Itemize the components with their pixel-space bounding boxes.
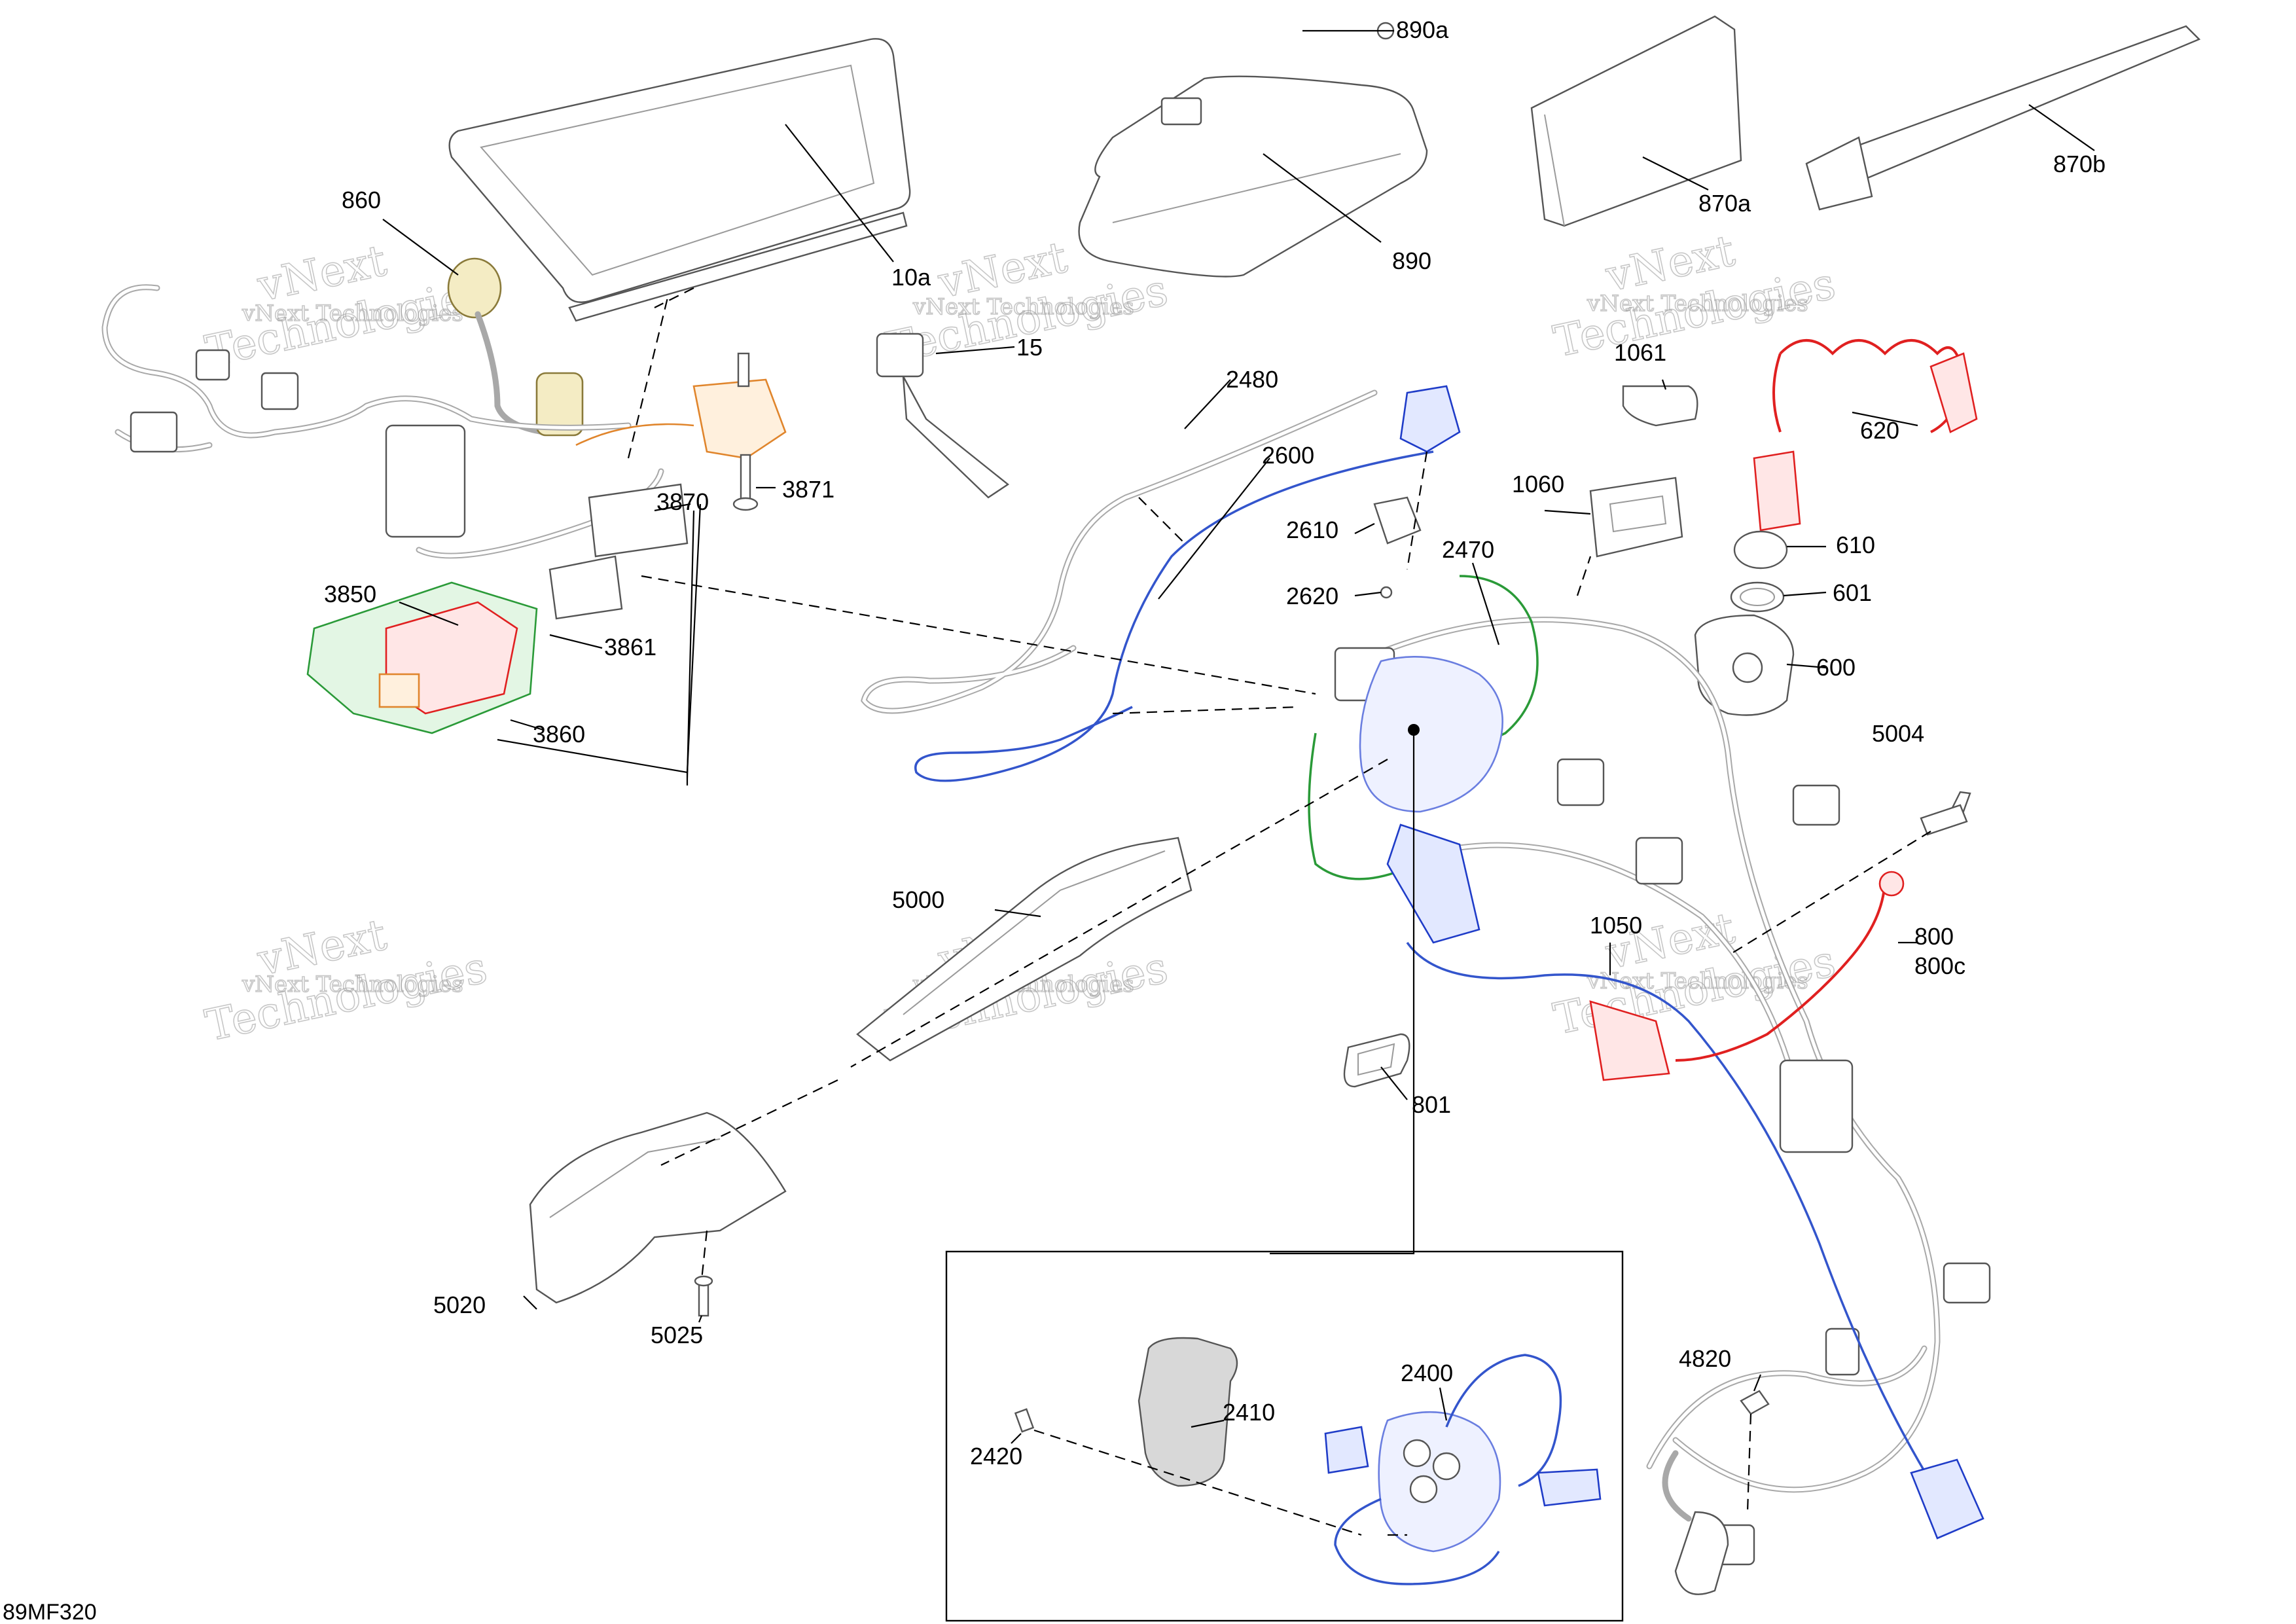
foam-block-870a bbox=[1530, 15, 1742, 227]
callout-5020: 5020 bbox=[433, 1291, 486, 1318]
support-5020 bbox=[529, 1111, 787, 1304]
callout-2620: 2620 bbox=[1286, 583, 1338, 609]
callout-890a: 890a bbox=[1396, 16, 1449, 43]
button-1061 bbox=[1622, 385, 1698, 427]
callout-1050: 1050 bbox=[1590, 912, 1642, 939]
watermark-small: vNext Technologies bbox=[242, 971, 463, 998]
callout-2480: 2480 bbox=[1226, 366, 1278, 393]
callout-3860: 3860 bbox=[533, 721, 585, 748]
callout-860: 860 bbox=[342, 187, 381, 213]
callout-870b: 870b bbox=[2053, 151, 2106, 177]
callout-1060: 1060 bbox=[1512, 471, 1564, 497]
watermark-small: vNext Technologies bbox=[912, 294, 1134, 320]
harness-top-left bbox=[101, 284, 689, 620]
callout-2610: 2610 bbox=[1286, 516, 1338, 543]
relay-3870 bbox=[575, 352, 787, 460]
switch-1060 bbox=[1589, 477, 1683, 558]
callout-5000: 5000 bbox=[892, 886, 944, 913]
callout-1061: 1061 bbox=[1614, 339, 1666, 366]
callout-3850: 3850 bbox=[324, 581, 376, 607]
callout-4820: 4820 bbox=[1679, 1345, 1731, 1372]
callout-800: 800 bbox=[1914, 923, 1954, 950]
inset-detail-box bbox=[945, 1250, 1624, 1622]
pin-5004 bbox=[1920, 791, 1971, 836]
callout-600: 600 bbox=[1816, 654, 1856, 681]
callout-610: 610 bbox=[1836, 532, 1875, 558]
display-cluster bbox=[448, 38, 911, 322]
callout-2600: 2600 bbox=[1262, 442, 1314, 469]
callout-870a: 870a bbox=[1698, 190, 1751, 217]
screw-3871 bbox=[732, 454, 759, 511]
grommet-860 bbox=[447, 257, 584, 437]
callout-15: 15 bbox=[1016, 334, 1043, 361]
watermark-top-right: vNext Technologies vNext Technologies bbox=[1549, 225, 1840, 367]
leader-lines bbox=[382, 29, 2095, 1444]
watermark-mid-left: vNext Technologies vNext Technologies bbox=[201, 909, 492, 1051]
red-lead-800 bbox=[1589, 871, 1905, 1081]
screw-2620 bbox=[1380, 586, 1393, 599]
callout-3871: 3871 bbox=[782, 476, 834, 503]
figure-id: 89MF320 bbox=[3, 1600, 97, 1624]
watermark-small: vNext Technologies bbox=[1587, 291, 1808, 317]
module-3860 bbox=[306, 581, 538, 734]
nut-4820 bbox=[1740, 1390, 1770, 1415]
watermark-top-left: vNext Technologies vNext Technologies bbox=[201, 234, 492, 377]
dashed-assembly-lines bbox=[627, 287, 1931, 1536]
callout-10a: 10a bbox=[891, 264, 931, 291]
bracket-5000 bbox=[856, 837, 1193, 1062]
callout-620: 620 bbox=[1860, 417, 1899, 444]
gasket-801 bbox=[1343, 1033, 1410, 1088]
ignition-600 bbox=[1694, 614, 1795, 716]
callout-801: 801 bbox=[1412, 1091, 1451, 1118]
callout-2410: 2410 bbox=[1223, 1399, 1275, 1426]
ring-601 bbox=[1730, 581, 1785, 613]
callout-800c: 800c bbox=[1914, 952, 1965, 979]
callout-3870: 3870 bbox=[656, 488, 709, 515]
callout-5004: 5004 bbox=[1872, 720, 1924, 747]
main-harness bbox=[1334, 617, 1991, 1595]
cap-610 bbox=[1733, 530, 1788, 569]
lanyard-620 bbox=[1753, 339, 1978, 532]
cable-2480 bbox=[861, 389, 1378, 714]
connector-lead-15 bbox=[876, 333, 1010, 499]
callout-890: 890 bbox=[1392, 247, 1431, 274]
screw-5025 bbox=[694, 1275, 713, 1317]
watermark-small: vNext Technologies bbox=[1587, 968, 1808, 994]
callout-2470: 2470 bbox=[1442, 536, 1494, 563]
control-unit-890 bbox=[1078, 75, 1428, 278]
callout-3861: 3861 bbox=[604, 634, 656, 660]
callout-601: 601 bbox=[1833, 579, 1872, 606]
callout-2400: 2400 bbox=[1401, 1360, 1453, 1386]
callout-labels: 10a 15 860 890a 890 870a 870b 1061 620 2… bbox=[3, 16, 2106, 1624]
cable-2600 bbox=[914, 385, 1461, 782]
callout-2420: 2420 bbox=[970, 1443, 1022, 1470]
callout-5025: 5025 bbox=[651, 1322, 703, 1348]
clip-2610 bbox=[1373, 496, 1422, 545]
watermark-small: vNext Technologies bbox=[242, 300, 463, 327]
cable-tie-870b bbox=[1805, 25, 2201, 211]
switch-module-2470 bbox=[1308, 575, 1539, 880]
